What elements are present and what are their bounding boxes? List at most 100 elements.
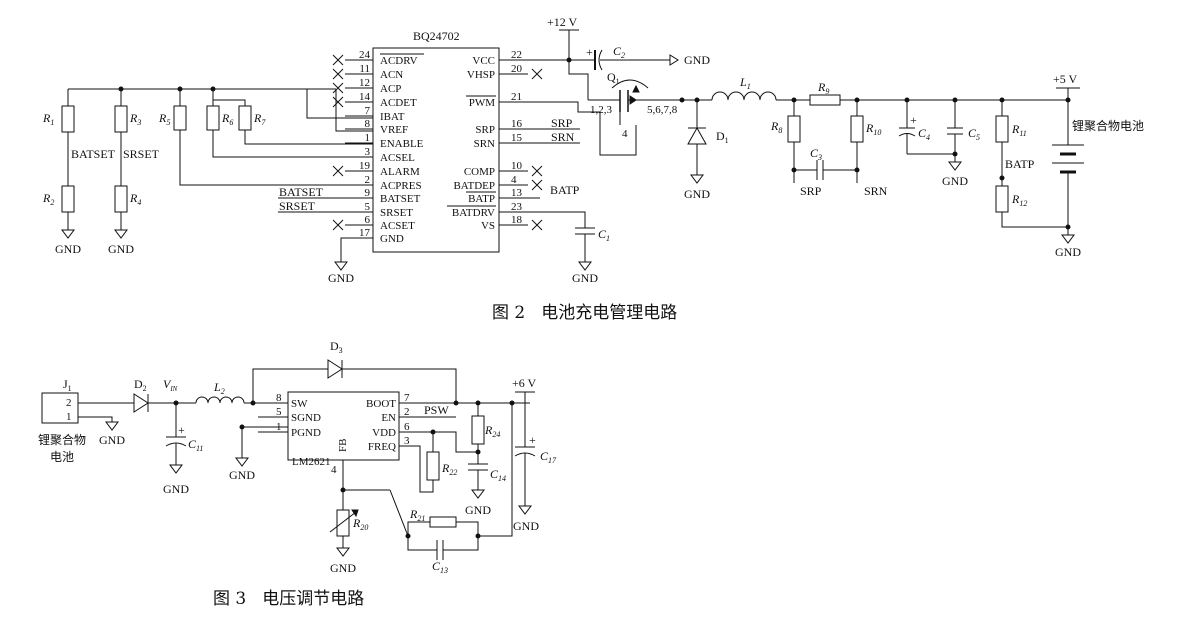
ground-symbol	[518, 505, 532, 515]
ground-symbol	[669, 54, 679, 66]
batp-node-label: BATP	[1005, 157, 1035, 171]
gnd-label: GND	[99, 433, 125, 447]
bq24702-pin-name: ACPRES	[380, 180, 422, 192]
r3-label: R3	[129, 111, 141, 127]
c5-label: C5	[968, 126, 980, 142]
bq24702-pin-name: VREF	[380, 124, 408, 136]
q1-label: Q1	[607, 70, 620, 86]
c11-label: C11	[188, 437, 203, 453]
no-connect-mark	[332, 165, 344, 177]
diode-d3	[327, 359, 343, 379]
lm2621-fb-label: FB	[337, 439, 349, 452]
ground-symbol	[948, 161, 962, 171]
bq24702-pin-number: 10	[511, 160, 523, 172]
resistor-r9	[809, 94, 841, 106]
bq24702-pin-number: 7	[365, 105, 371, 117]
svg-text:+: +	[178, 423, 185, 437]
gnd-label: GND	[942, 174, 968, 188]
bq24702-pin-name: VS	[481, 220, 495, 232]
bq24702-ic-body	[372, 47, 500, 253]
psw-wire-label: PSW	[424, 403, 449, 417]
bq24702-pin-number: 5	[365, 201, 371, 213]
bq24702-pin-number: 21	[511, 91, 522, 103]
no-connect-mark	[531, 179, 543, 191]
resistor-r2	[61, 185, 75, 213]
r4-label: R4	[129, 191, 141, 207]
bq24702-pin-number: 14	[359, 91, 371, 103]
no-connect-mark	[332, 54, 344, 66]
r10-label: R10	[865, 121, 881, 137]
gnd-label: GND	[513, 519, 539, 533]
bq24702-pin-name: ACDRV	[380, 55, 418, 67]
lm2621-pin-name: BOOT	[366, 398, 396, 410]
bq24702-pin-number: 24	[359, 49, 371, 61]
r11-label: R11	[1011, 122, 1027, 138]
bq24702-pin-number: 23	[511, 201, 523, 213]
q1-source-pins: 1,2,3	[590, 104, 613, 116]
bq24702-pin-name: SRN	[474, 138, 495, 150]
no-connect-mark	[332, 82, 344, 94]
gnd-label: GND	[108, 242, 134, 256]
bq24702-pin-name: ACN	[380, 69, 403, 81]
r2-label: R2	[42, 191, 54, 207]
ground-symbol	[334, 261, 348, 271]
diode-d2	[133, 393, 149, 413]
resistor-r10	[850, 115, 864, 143]
bq24702-pin-name: ACSET	[380, 220, 415, 232]
q1-drain-pins: 5,6,7,8	[647, 104, 678, 116]
no-connect-mark	[332, 219, 344, 231]
mosfet-q1: Q1 1,2,3 5,6,7,8 4	[588, 70, 680, 140]
bq24702-pin-name: GND	[380, 233, 404, 245]
ground-symbol	[105, 421, 119, 431]
battery-label-line1: 锂聚合物	[38, 432, 86, 447]
srset-wire-label: SRSET	[279, 199, 316, 213]
lm2621-pin-name: SW	[291, 398, 308, 410]
bq24702-pin-number: 9	[365, 187, 371, 199]
srn-node-label: SRN	[864, 184, 888, 198]
resistor-r3	[114, 105, 128, 133]
lm2621-pin-name: VDD	[372, 427, 396, 439]
resistor-r1	[61, 105, 75, 133]
d3-label: D3	[330, 339, 343, 355]
lm2621-pin-name: PGND	[291, 427, 321, 439]
c13-label: C13	[432, 559, 448, 575]
gnd-label: GND	[163, 482, 189, 496]
bq24702-pin-number: 13	[511, 187, 523, 199]
ground-symbol	[114, 229, 128, 239]
battery-label-line2: 电池	[50, 450, 74, 464]
resistor-r21	[429, 516, 457, 528]
bq24702-pin-name: COMP	[464, 166, 495, 178]
bq24702-pin-number: 18	[511, 214, 523, 226]
lm2621-pin-number: 5	[276, 406, 282, 418]
bq24702-pin-name: ACP	[380, 83, 401, 95]
bq24702-pin-name: ACDET	[380, 97, 417, 109]
gnd-label: GND	[465, 503, 491, 517]
l2-label: L2	[213, 380, 225, 396]
ground-symbol	[169, 464, 183, 474]
lm2621-pin-name: FREQ	[368, 441, 396, 453]
lm2621-pin-number: 8	[276, 392, 282, 404]
bq24702-pin-name: VHSP	[467, 69, 495, 81]
r21-label: R21	[409, 507, 425, 523]
gnd-label: GND	[330, 561, 356, 575]
battery-label: 锂聚合物电池	[1072, 118, 1144, 133]
bq24702-pin-name: SRP	[475, 124, 495, 136]
resistor-r6	[206, 105, 220, 131]
batset-wire-label: BATSET	[279, 185, 324, 199]
bq24702-pin-number: 4	[511, 174, 517, 186]
resistor-r7	[238, 105, 252, 131]
resistor-r24	[471, 415, 485, 445]
j1-pin-1: 1	[66, 411, 72, 423]
c14-label: C14	[490, 467, 506, 483]
bq24702-pin-number: 16	[511, 118, 523, 130]
c3-label: C3	[810, 146, 822, 162]
q1-gate-pin: 4	[622, 128, 628, 140]
vin-label: VIN	[163, 377, 178, 393]
c4-label: C4	[918, 126, 930, 142]
gnd-label: GND	[572, 271, 598, 285]
resistor-r8	[787, 115, 801, 143]
figure-3-voltage-regulator: J1 2 1 锂聚合物 电池 GND D2 VIN + GND C11 L2	[38, 339, 557, 609]
